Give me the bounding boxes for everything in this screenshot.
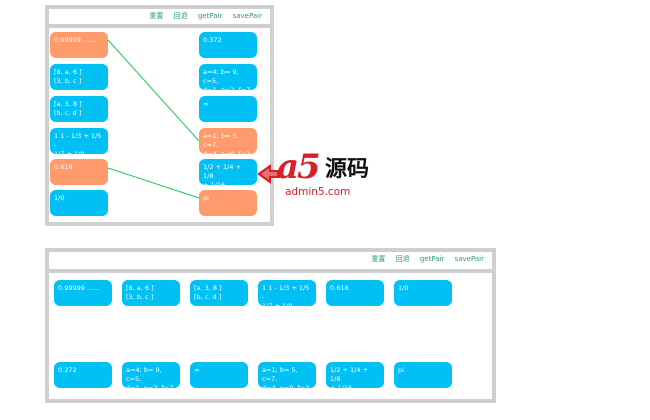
- left-card[interactable]: [8, a, 6 ] [3, b, c ]: [50, 64, 108, 90]
- result-card-top[interactable]: 1 1 - 1/3 + 1/5 - 1/7 + 1/9 - 1/11: [258, 280, 316, 306]
- left-card[interactable]: [a, 3, 8 ] [b, c, d ]: [50, 96, 108, 122]
- undo-button[interactable]: 回退: [395, 255, 410, 263]
- result-card-bottom[interactable]: ∞: [190, 362, 248, 388]
- left-card[interactable]: 1 1 - 1/3 + 1/5 - 1/7 + 1/9 - 1/11: [50, 128, 108, 154]
- toolbar: 重置 回退 getPair savePair: [49, 252, 492, 273]
- result-card-bottom[interactable]: pi: [394, 362, 452, 388]
- result-card-top[interactable]: [a, 3, 8 ] [b, c, d ]: [190, 280, 248, 306]
- watermark-logo: a5 源码 admin5.com: [255, 148, 390, 208]
- left-card[interactable]: 1/0: [50, 190, 108, 216]
- reset-button[interactable]: 重置: [371, 255, 386, 263]
- undo-button[interactable]: 回退: [173, 12, 188, 20]
- result-card-top[interactable]: 0.99999 ......: [54, 280, 112, 306]
- result-card-bottom[interactable]: 1/2 + 1/4 + 1/8 + 1/16 ......: [326, 362, 384, 388]
- right-card[interactable]: ∞: [199, 96, 257, 122]
- result-card-bottom[interactable]: 0.372: [54, 362, 112, 388]
- result-card-bottom[interactable]: a=4; b= 9, c=5, d=1, e=2, f=7: [122, 362, 180, 388]
- watermark-name: 源码: [325, 157, 370, 182]
- get-pair-button[interactable]: getPair: [197, 12, 223, 20]
- watermark-logo-text: a5: [277, 147, 321, 187]
- toolbar: 重置 回退 getPair savePair: [49, 9, 270, 28]
- toolbar-actions: 重置 回退 getPair savePair: [141, 12, 262, 21]
- left-card[interactable]: 0.99999 ......: [50, 32, 108, 58]
- right-card[interactable]: a=4; b= 9, c=5, d=1, e=2, f=7: [199, 64, 257, 90]
- right-card[interactable]: a=1; b= 5, c=7, d=4, e=9, f=2: [199, 128, 257, 154]
- watermark-arrow-icon: [257, 164, 280, 184]
- right-card[interactable]: 1/2 + 1/4 + 1/8 + 1/16 ......: [199, 159, 257, 185]
- save-pair-button[interactable]: savePair: [232, 12, 262, 20]
- right-card[interactable]: 0.372: [199, 32, 257, 58]
- result-card-top[interactable]: 1/0: [394, 280, 452, 306]
- left-card[interactable]: 0.618: [50, 159, 108, 185]
- save-pair-button[interactable]: savePair: [454, 255, 484, 263]
- result-card-top[interactable]: [8, a, 6 ] [3, b, c ]: [122, 280, 180, 306]
- get-pair-button[interactable]: getPair: [419, 255, 445, 263]
- watermark-url: admin5.com: [285, 186, 351, 198]
- reset-button[interactable]: 重置: [149, 12, 164, 20]
- right-card[interactable]: pi: [199, 190, 257, 216]
- result-card-bottom[interactable]: a=1; b= 5, c=7, d=4, e=9, f=2: [258, 362, 316, 388]
- result-card-top[interactable]: 0.618: [326, 280, 384, 306]
- toolbar-actions: 重置 回退 getPair savePair: [363, 255, 484, 264]
